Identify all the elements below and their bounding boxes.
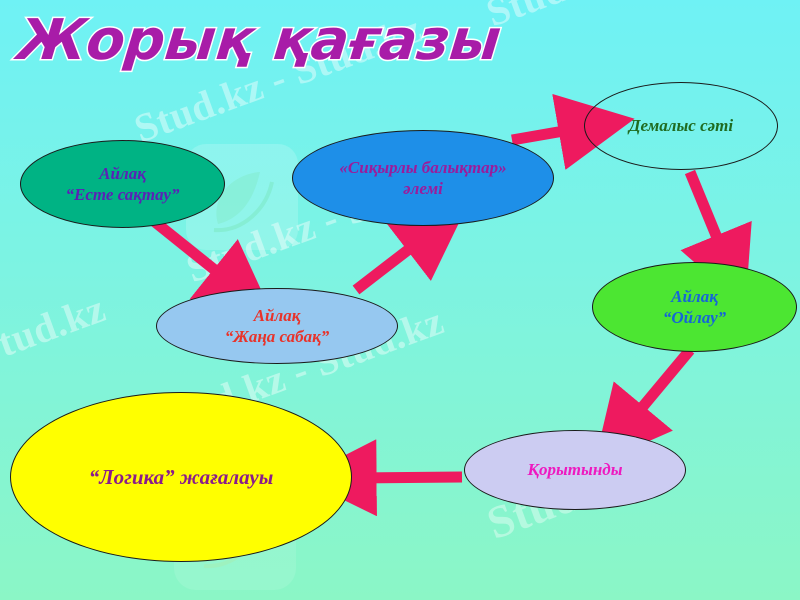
arrow-fish-to-rest xyxy=(511,93,635,170)
node-think-label: Айлақ “Ойлау” xyxy=(662,286,727,327)
node-logic-label: “Логика” жағалауы xyxy=(88,464,274,489)
node-memory[interactable]: Айлақ “Есте сақтау” xyxy=(20,140,225,228)
node-think[interactable]: Айлақ “Ойлау” xyxy=(592,262,797,352)
arrow-lesson-to-fish xyxy=(352,203,469,295)
node-memory-label: Айлақ “Есте сақтау” xyxy=(65,163,180,204)
node-rest[interactable]: Демалыс сәті xyxy=(584,82,778,170)
node-summary[interactable]: Қорытынды xyxy=(464,430,686,510)
node-lesson[interactable]: Айлақ “Жаңа сабақ” xyxy=(156,288,398,364)
arrow-memory-to-lesson xyxy=(146,213,274,318)
arrow-summary-to-logic xyxy=(299,439,463,517)
arrow-rest-to-think xyxy=(680,169,752,307)
node-rest-label: Демалыс сәті xyxy=(628,116,734,136)
node-fish[interactable]: «Сиқырлы балықтар» әлемі xyxy=(292,130,554,226)
arrow-think-to-summary xyxy=(594,346,695,466)
node-lesson-label: Айлақ “Жаңа сабақ” xyxy=(224,305,330,346)
node-fish-label: «Сиқырлы балықтар» әлемі xyxy=(339,157,507,198)
node-logic[interactable]: “Логика” жағалауы xyxy=(10,392,352,562)
node-summary-label: Қорытынды xyxy=(527,460,623,480)
